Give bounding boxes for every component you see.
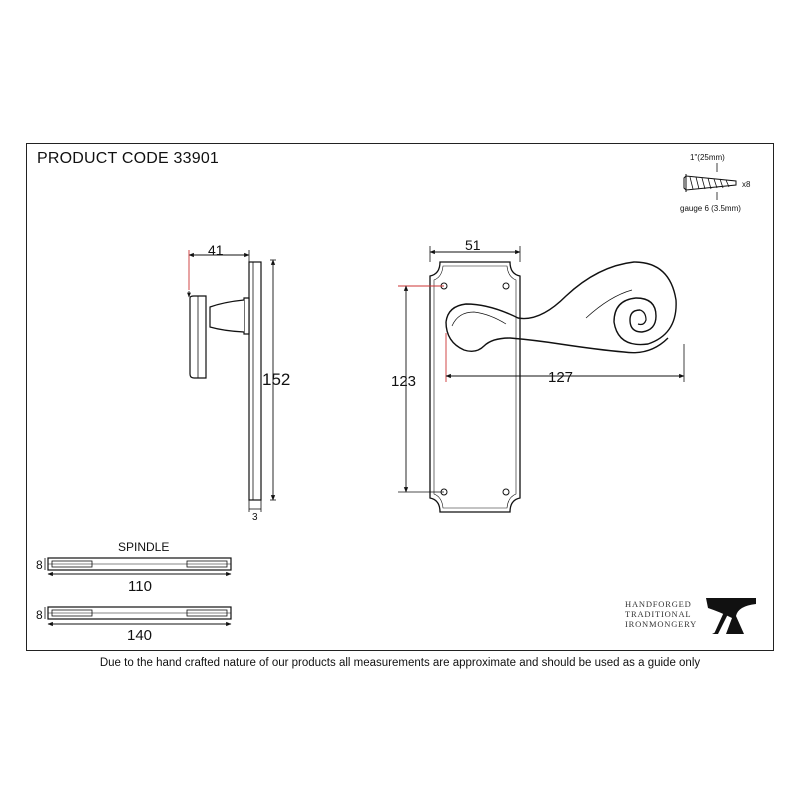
brand-text: HANDFORGED TRADITIONAL IRONMONGERY: [625, 599, 697, 629]
spindle-long-length: 140: [127, 627, 152, 644]
screw-detail: 1"(25mm) x8 gauge 6 (3.5mm): [680, 153, 751, 213]
screw-hole-bottom-right: [502, 488, 510, 496]
spindle-section: SPINDLE 8 110 8 140: [36, 540, 232, 644]
drawing-frame: [26, 143, 774, 651]
brand-line-2: TRADITIONAL: [625, 609, 692, 619]
product-code: PRODUCT CODE 33901: [37, 150, 220, 167]
fixing-centres-label: 123: [391, 373, 416, 390]
plate-width-label: 51: [465, 237, 481, 253]
brand-line-3: IRONMONGERY: [625, 619, 698, 629]
front-backplate: [429, 261, 521, 513]
screw-hole-top-right: [502, 282, 510, 290]
spindle-long-size: 8: [36, 608, 43, 622]
height-dimension-label: 152: [262, 370, 290, 389]
disclaimer: Due to the hand crafted nature of our pr…: [99, 657, 701, 669]
anvil-logo-icon: [706, 598, 756, 634]
side-lever-neck: [243, 297, 250, 335]
depth-dimension-label: 41: [208, 242, 224, 258]
thickness-dimension-label: 3: [252, 512, 258, 523]
screw-length-label: 1"(25mm): [690, 153, 725, 162]
spindle-short-size: 8: [36, 558, 43, 572]
spindle-short-length: 110: [128, 578, 152, 595]
spindle-title: SPINDLE: [118, 540, 169, 554]
side-view: 41 152 3: [187, 242, 290, 523]
front-view: 51 127 123: [391, 237, 685, 513]
lever-handle: [445, 261, 677, 346]
brand-line-1: HANDFORGED: [625, 599, 692, 609]
lever-length-label: 127: [548, 369, 573, 386]
side-backplate: [248, 261, 262, 501]
screw-gauge-label: gauge 6 (3.5mm): [680, 204, 741, 213]
screw-qty-label: x8: [742, 180, 751, 189]
